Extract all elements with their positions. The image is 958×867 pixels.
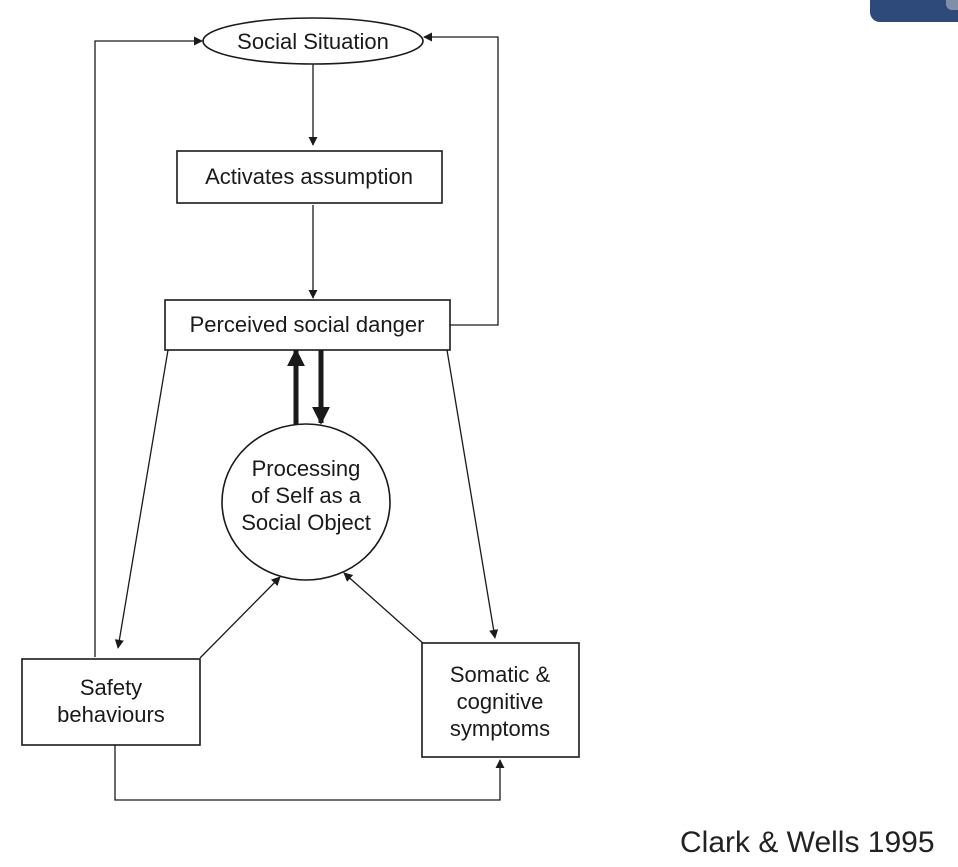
- node-safety-line-1: Safety: [80, 675, 142, 700]
- node-processing-line-1: Processing: [252, 456, 361, 481]
- edge-somatic-to-processing: [343, 572, 426, 646]
- edge-safety-to-processing: [199, 576, 281, 659]
- edges: [94, 32, 505, 801]
- edge-danger-to-situation: [423, 32, 499, 326]
- node-activates-assumption: Activates assumption: [176, 150, 443, 204]
- node-somatic-line-1: Somatic &: [450, 662, 551, 687]
- node-perceived-danger: Perceived social danger: [164, 299, 451, 351]
- node-safety-behaviours: Safety behaviours: [21, 658, 201, 746]
- citation: Clark & Wells 1995: [680, 826, 935, 859]
- edge-safety-to-somatic: [114, 745, 505, 801]
- node-processing-line-2: of Self as a: [251, 483, 362, 508]
- node-somatic-line-2: cognitive: [457, 689, 544, 714]
- node-processing-line-3: Social Object: [241, 510, 371, 535]
- node-safety-line-2: behaviours: [57, 702, 165, 727]
- node-perceived-danger-label: Perceived social danger: [190, 312, 425, 337]
- node-social-situation: Social Situation: [202, 17, 424, 65]
- edge-danger-to-safety: [114, 349, 169, 649]
- node-somatic-line-3: symptoms: [450, 716, 550, 741]
- edge-danger-to-somatic: [446, 349, 499, 639]
- node-social-situation-label: Social Situation: [237, 29, 389, 54]
- node-somatic-symptoms: Somatic & cognitive symptoms: [421, 642, 580, 758]
- node-activates-assumption-label: Activates assumption: [205, 164, 413, 189]
- edge-safety-to-situation: [94, 36, 203, 657]
- node-processing: Processing of Self as a Social Object: [221, 423, 391, 581]
- slide-corner-tab: [870, 0, 958, 22]
